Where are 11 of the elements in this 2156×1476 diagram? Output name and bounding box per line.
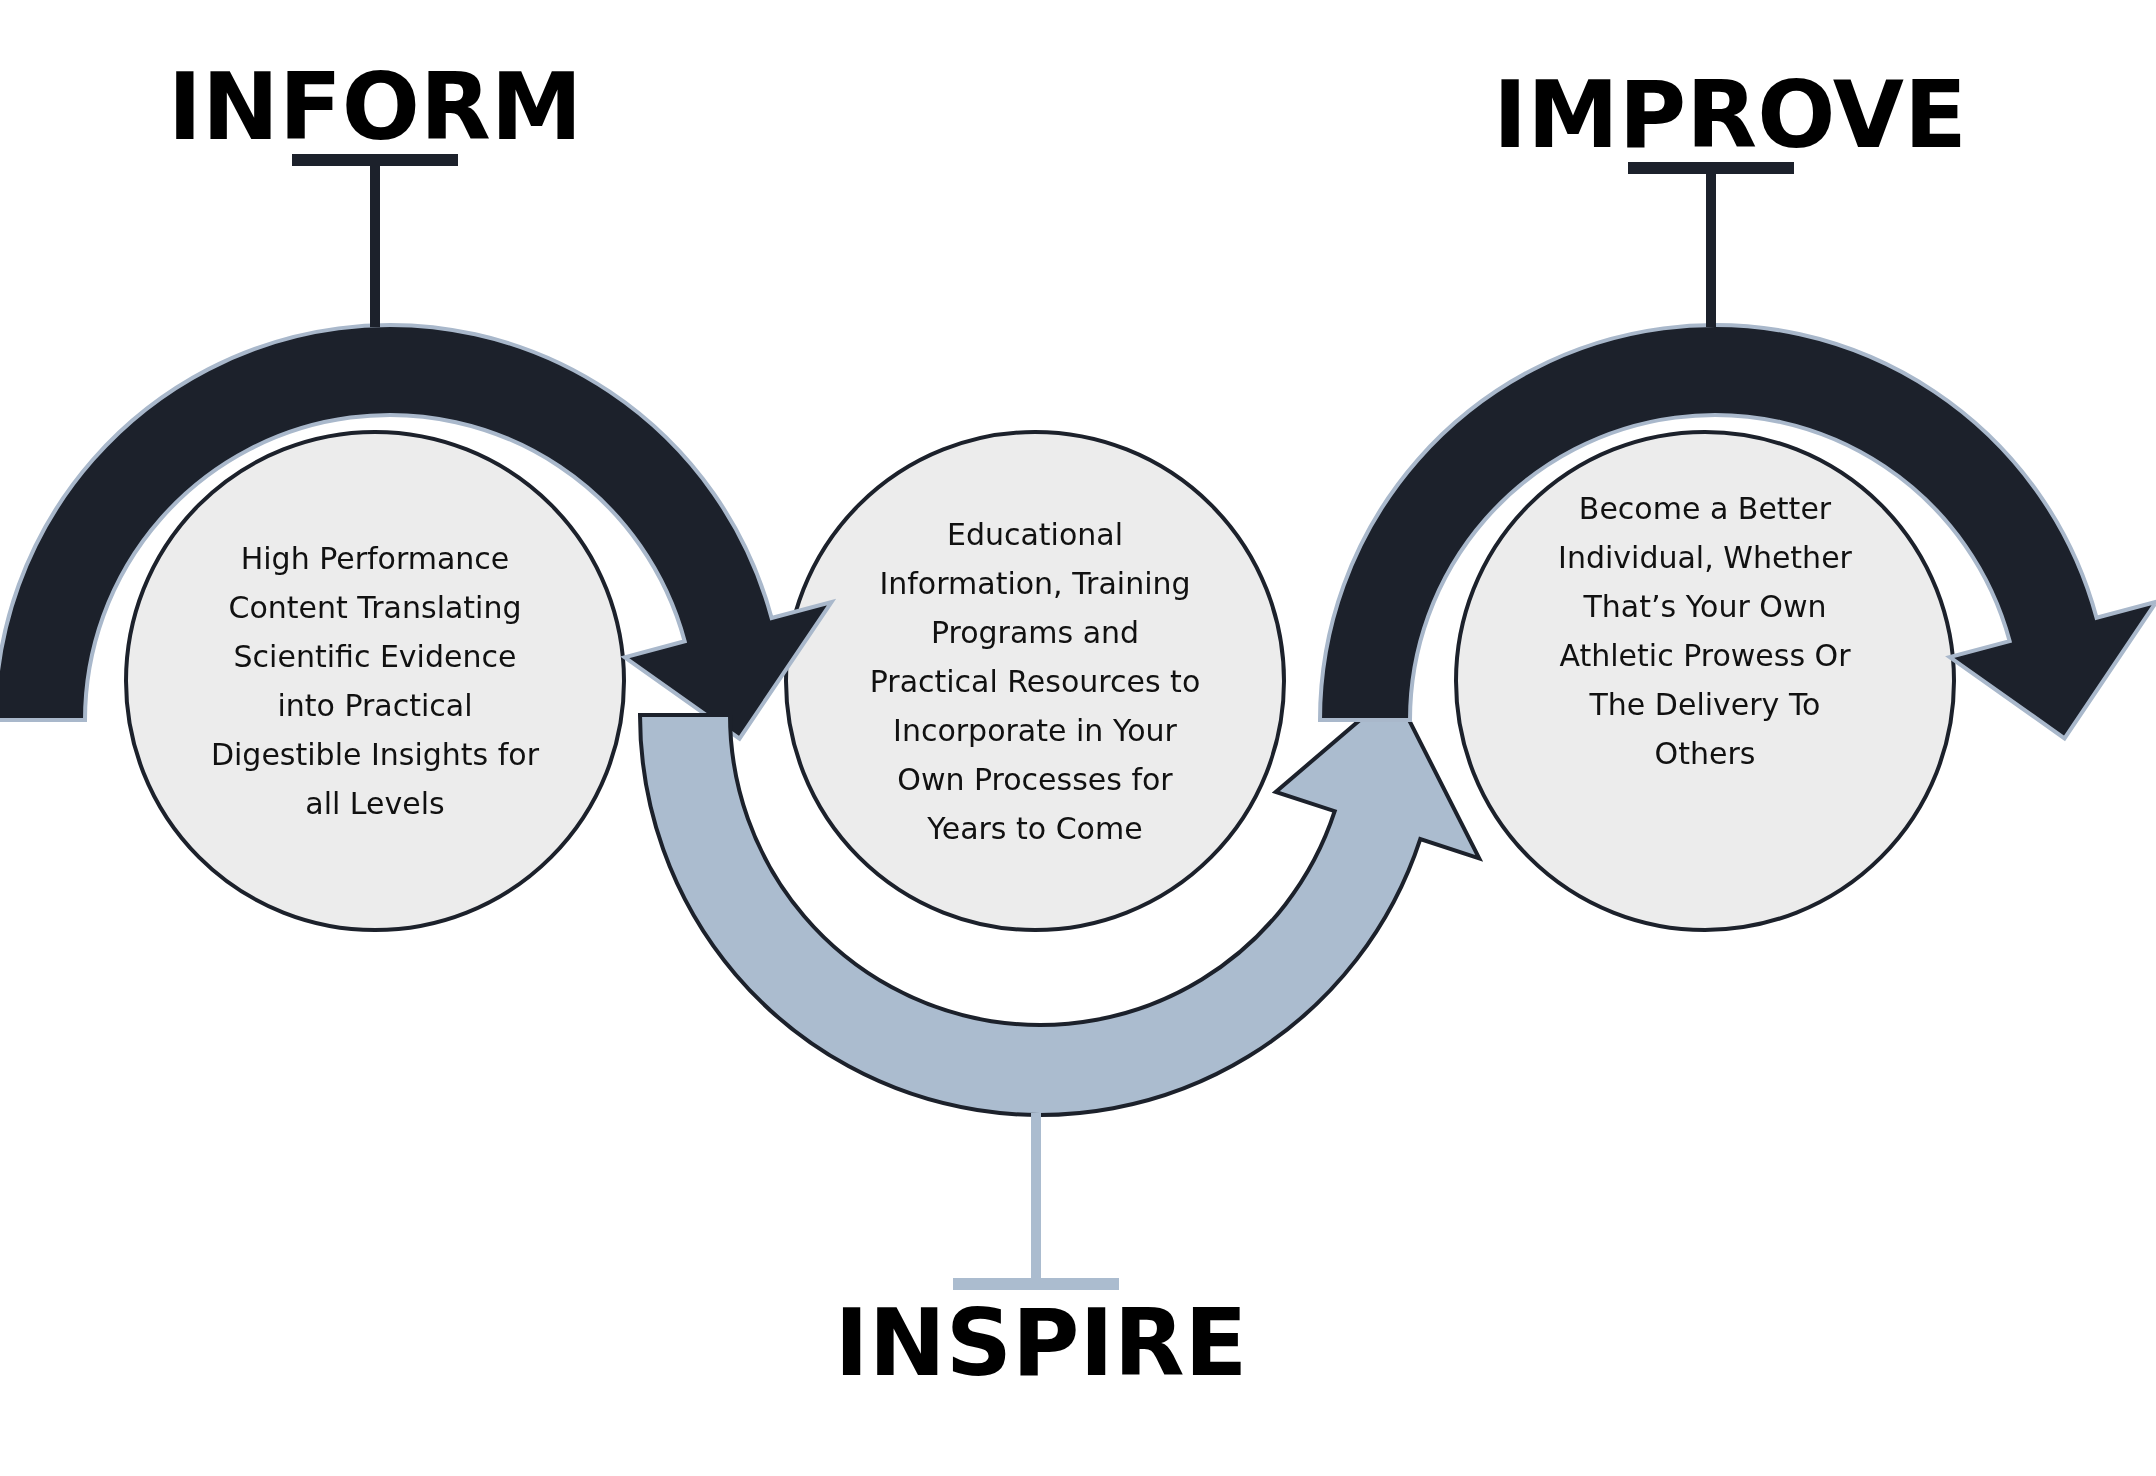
leader-line bbox=[953, 1113, 1119, 1290]
curved-arrow bbox=[1318, 323, 2156, 741]
description-text: Become a Better Individual, Whether That’s Your Own Athletic Prowess Or The Delivery To Others bbox=[1557, 490, 1853, 773]
stage-heading: INFORM bbox=[145, 62, 605, 154]
leader-line bbox=[292, 154, 458, 328]
description-text: Educational Information, Training Programs and Practical Resources to Incorporate in Your Own Processes for Years to Come bbox=[868, 515, 1202, 848]
leader-line bbox=[1628, 162, 1794, 327]
stage-heading: INSPIRE bbox=[801, 1298, 1281, 1390]
stage-heading: IMPROVE bbox=[1470, 70, 1990, 162]
curved-arrow bbox=[0, 323, 834, 741]
description-text: High Performance Content Translating Scientific Evidence into Practical Digestible Insights for all Levels bbox=[209, 540, 541, 823]
